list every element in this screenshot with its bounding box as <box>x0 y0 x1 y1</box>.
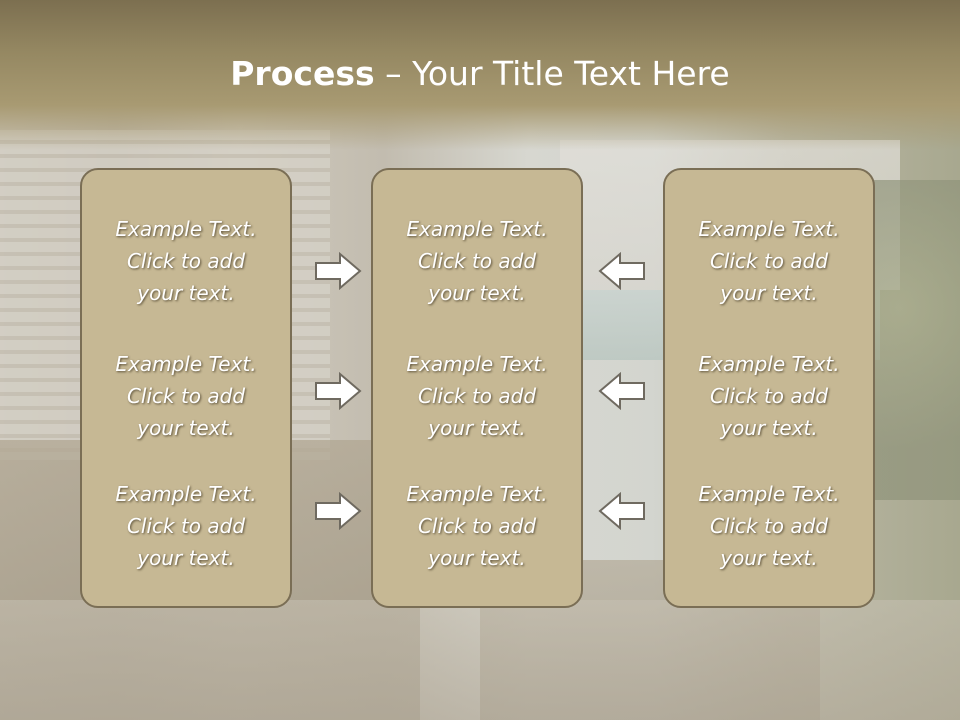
background-floor <box>0 600 960 720</box>
text-placeholder[interactable]: Example Text. Click to add your text. <box>698 482 840 570</box>
text-placeholder[interactable]: Example Text. Click to add your text. <box>406 217 548 305</box>
text-placeholder[interactable]: Example Text. Click to add your text. <box>698 217 840 305</box>
background-plants <box>860 180 960 500</box>
left-arrow-icon <box>598 252 645 290</box>
title-band <box>0 0 960 150</box>
slide-title[interactable]: Process – Your Title Text Here <box>0 52 960 96</box>
text-placeholder[interactable]: Example Text. Click to add your text. <box>115 482 257 570</box>
title-bold: Process <box>230 54 375 93</box>
right-text-box[interactable]: Example Text. Click to add your text. Ex… <box>663 168 875 608</box>
title-rest: – Your Title Text Here <box>374 54 730 93</box>
text-placeholder[interactable]: Example Text. Click to add your text. <box>406 352 548 440</box>
text-placeholder[interactable]: Example Text. Click to add your text. <box>115 217 257 305</box>
text-placeholder[interactable]: Example Text. Click to add your text. <box>115 352 257 440</box>
middle-text-box[interactable]: Example Text. Click to add your text. Ex… <box>371 168 583 608</box>
right-arrow-icon <box>315 372 362 410</box>
left-arrow-icon <box>598 372 645 410</box>
right-arrow-icon <box>315 252 362 290</box>
text-placeholder[interactable]: Example Text. Click to add your text. <box>406 482 548 570</box>
left-arrow-icon <box>598 492 645 530</box>
left-text-box[interactable]: Example Text. Click to add your text. Ex… <box>80 168 292 608</box>
text-placeholder[interactable]: Example Text. Click to add your text. <box>698 352 840 440</box>
right-arrow-icon <box>315 492 362 530</box>
